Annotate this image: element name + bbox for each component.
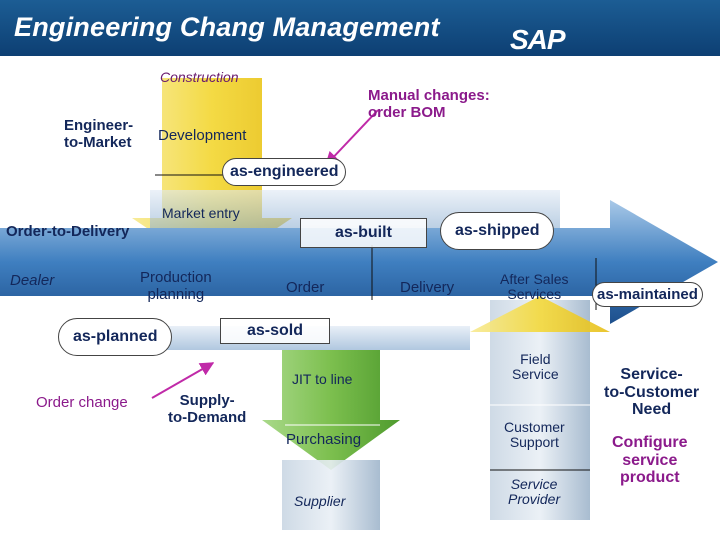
development-label: Development (158, 127, 247, 144)
dealer-label: Dealer (10, 272, 55, 289)
sap-logo: SAP (510, 24, 566, 55)
order-label: Order (286, 279, 325, 296)
configure-service-callout: Configure service product (612, 434, 688, 487)
page-title: Engineering Chang Management (14, 12, 440, 42)
service-provider-label: Service Provider (508, 476, 561, 508)
order-change-arrow (151, 362, 215, 399)
after-sales-label: After Sales Services (500, 271, 569, 303)
purchasing-label: Purchasing (286, 431, 362, 448)
as-shipped-state: as-shipped (440, 212, 555, 250)
supply-arrow (262, 350, 400, 470)
delivery-label: Delivery (400, 279, 455, 296)
production-planning-label: Production planning (140, 269, 212, 303)
market-entry-label: Market entry (162, 205, 240, 221)
title-bar: Engineering Chang Management SAP (0, 0, 720, 56)
as-engineered-state: as-engineered (222, 158, 347, 186)
construction-label: Construction (160, 69, 239, 85)
jit-label: JIT to line (292, 371, 353, 387)
as-planned-state: as-planned (58, 318, 173, 356)
order-to-delivery-label: Order-to-Delivery (6, 223, 130, 240)
service-to-customer-label: Service- to-Customer Need (604, 366, 700, 419)
as-built-state: as-built (300, 218, 427, 248)
manual-changes-callout: Manual changes: order BOM (368, 87, 490, 121)
supply-to-demand-label: Supply- to-Demand (168, 392, 247, 426)
customer-support-label: Customer Support (504, 419, 565, 451)
engineer-to-market-label: Engineer- to-Market (64, 117, 134, 151)
supplier-box (282, 460, 380, 530)
order-change-callout: Order change (36, 394, 128, 411)
service-column (490, 300, 590, 520)
as-sold-state: as-sold (220, 318, 331, 344)
as-maintained-state: as-maintained (592, 282, 703, 307)
service-arrow-head (470, 296, 610, 332)
manual-changes-arrow (325, 109, 379, 167)
supplier-label: Supplier (294, 493, 346, 509)
field-service-label: Field Service (512, 351, 559, 383)
